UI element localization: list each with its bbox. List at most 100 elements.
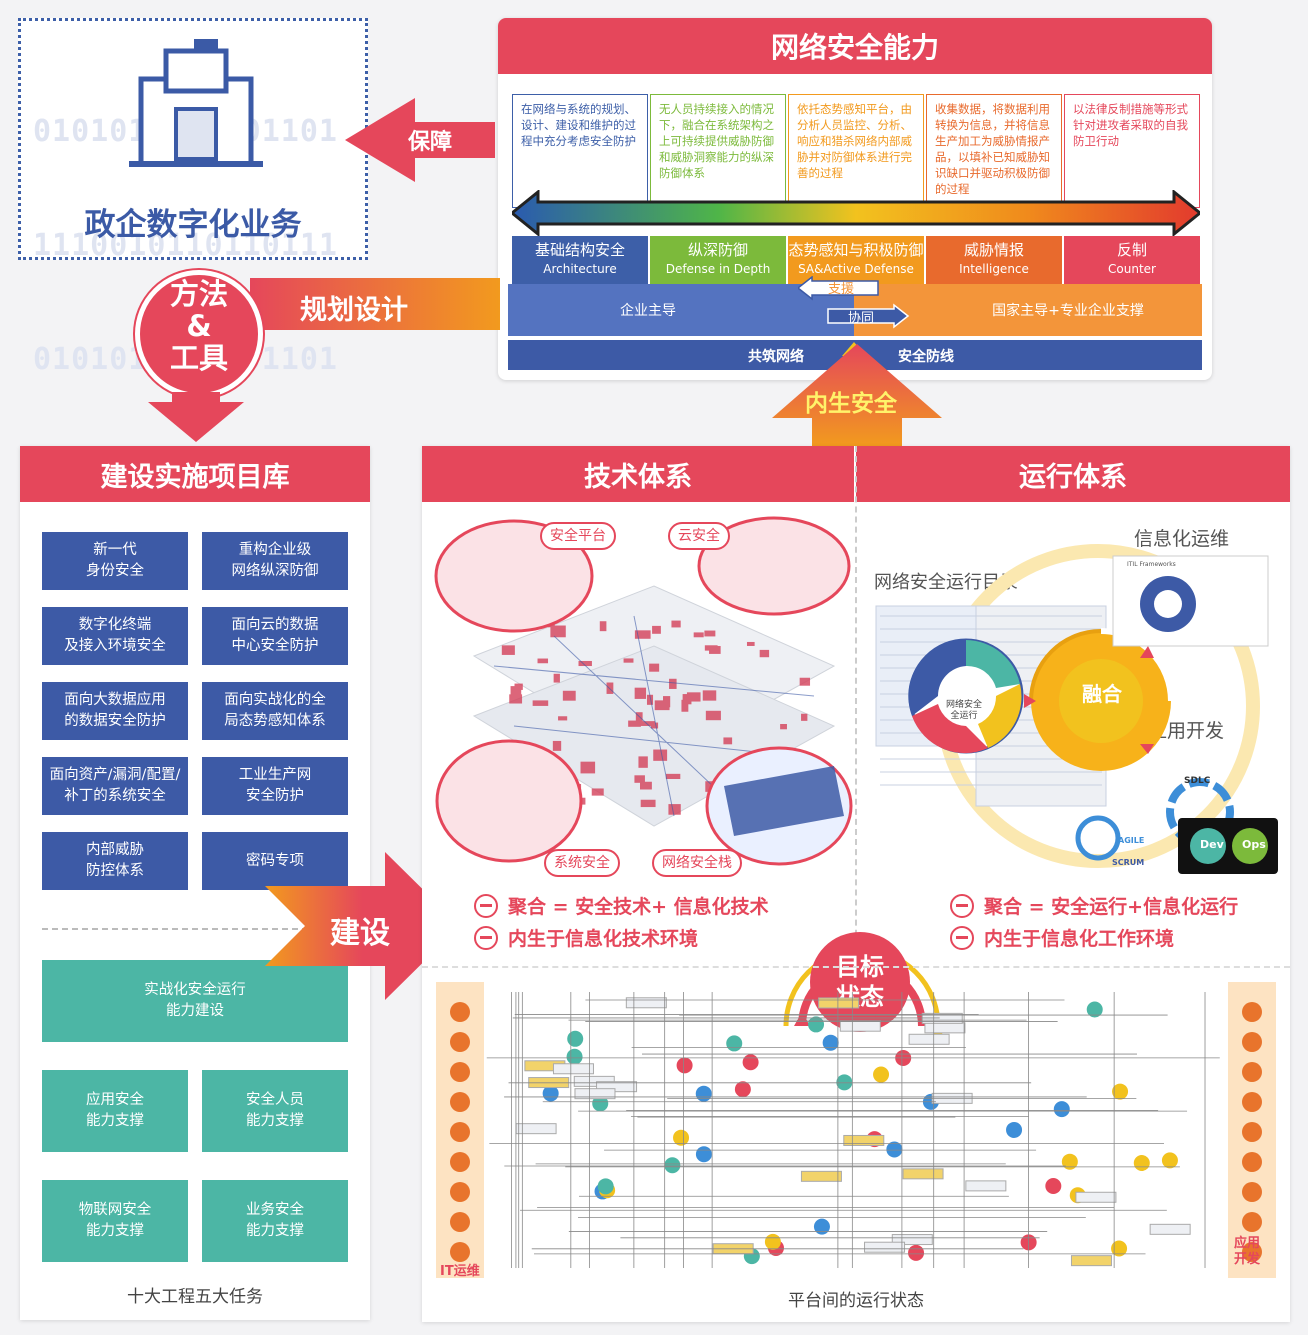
tech-component xyxy=(537,658,549,664)
task-3: 安全人员能力支撑 xyxy=(202,1070,348,1152)
platform-node xyxy=(1242,1152,1262,1172)
enterprise-led-label: 企业主导 xyxy=(620,303,676,319)
platform-module xyxy=(1149,1223,1191,1235)
tag-system-security: 系统安全 xyxy=(544,849,620,877)
scrum-label: SCRUM xyxy=(1112,858,1145,867)
ops-bullet-2: 内生于信息化工作环境 xyxy=(950,924,1174,951)
tech-component xyxy=(509,694,523,704)
tech-component xyxy=(649,663,660,672)
platform-module xyxy=(800,1170,842,1182)
platform-node xyxy=(1112,1083,1129,1100)
platform-node xyxy=(742,1054,759,1071)
platform-module xyxy=(908,1033,950,1045)
business-title: 政企数字化业务 xyxy=(84,207,302,243)
tech-bullet-2: 内生于信息化技术环境 xyxy=(474,924,698,951)
tech-component xyxy=(702,690,717,701)
platform-node xyxy=(1242,1062,1262,1082)
band-cn: 威胁情报 xyxy=(963,241,1024,259)
tech-component xyxy=(704,630,716,637)
cooperate-label: 协同 xyxy=(848,311,875,326)
tech-component xyxy=(552,740,562,751)
platform-operation-diagram xyxy=(436,982,1276,1278)
band-en: Architecture xyxy=(543,262,617,276)
platform-node xyxy=(450,1242,470,1262)
panel-divider xyxy=(855,446,857,966)
tech-component xyxy=(654,700,670,711)
band-en: Defense in Depth xyxy=(665,262,771,276)
platform-node xyxy=(836,1074,853,1091)
tech-component xyxy=(646,694,654,705)
library-caption: 十大工程五大任务 xyxy=(127,1287,263,1307)
platform-module xyxy=(552,1063,594,1075)
platform-node xyxy=(908,1244,925,1261)
platform-node xyxy=(1133,1155,1150,1172)
platform-node xyxy=(1161,1152,1178,1169)
enterprise-led-zone xyxy=(508,284,854,336)
platform-node xyxy=(542,1085,559,1102)
band-en: SA&Active Defense xyxy=(798,262,914,276)
project-3: 数字化终端及接入环境安全 xyxy=(42,607,188,665)
appdev-label: 应用开发 xyxy=(1148,720,1225,742)
platform-module xyxy=(902,1168,944,1180)
platform-node xyxy=(873,1066,890,1083)
project-10: 密码专项 xyxy=(202,832,348,890)
tag-security-platform: 安全平台 xyxy=(540,522,616,550)
platform-node xyxy=(1242,1242,1262,1262)
itil-label: ITIL Frameworks xyxy=(1127,561,1176,568)
platform-module xyxy=(818,997,860,1009)
platform-node xyxy=(822,1034,839,1051)
tech-bullet-1: 聚合 = 安全技术+ 信息化技术 xyxy=(474,892,769,919)
tech-component xyxy=(628,720,641,727)
fusion-label: 融合 xyxy=(1082,682,1122,706)
platform-node xyxy=(1061,1153,1078,1170)
tech-component xyxy=(634,775,645,783)
platform-node xyxy=(450,1092,470,1112)
tech-component xyxy=(553,673,560,683)
library-title: 建设实施项目库 xyxy=(20,446,370,502)
tech-component xyxy=(580,761,596,774)
band-cn: 态势感知与积极防御 xyxy=(788,241,924,259)
footer-right-label: 安全防线 xyxy=(898,349,954,365)
platform-node xyxy=(764,1233,781,1250)
it-ops-label: IT运维 xyxy=(440,1264,480,1279)
platform-module xyxy=(924,1022,966,1034)
tech-component xyxy=(686,692,701,702)
tech-component xyxy=(501,645,515,655)
government-building-icon xyxy=(129,39,263,167)
tech-component xyxy=(705,710,721,721)
task-5: 业务安全能力支撑 xyxy=(202,1180,348,1262)
task-2: 应用安全能力支撑 xyxy=(42,1070,188,1152)
project-8: 工业生产网安全防护 xyxy=(202,757,348,815)
itops-label: 信息化运维 xyxy=(1134,528,1230,550)
band-en: Counter xyxy=(1108,262,1156,276)
platform-node xyxy=(1242,1032,1262,1052)
catalog-label: 网络安全运行目录 xyxy=(874,572,1018,593)
capability-desc-2: 无人员持续接入的情况下，融合在系统架构之上可持续提供威胁防御和威胁洞察能力的纵深… xyxy=(650,94,786,208)
platform-node xyxy=(1053,1101,1070,1118)
platform-node xyxy=(673,1129,690,1146)
platform-node xyxy=(813,1218,830,1235)
tech-component xyxy=(669,678,677,689)
platform-node xyxy=(450,1032,470,1052)
tech-component xyxy=(668,804,681,815)
tech-component xyxy=(635,712,643,724)
tech-component xyxy=(665,773,681,780)
tag-network-stack: 网络安全栈 xyxy=(652,849,742,877)
ring-center-label: 网络安全全运行 xyxy=(946,700,983,721)
dna-icon xyxy=(474,926,498,950)
tech-component xyxy=(652,625,661,634)
sdlc-label: SDLC xyxy=(1184,776,1211,786)
tech-component xyxy=(623,658,634,663)
state-led-label: 国家主导+专业企业支撑 xyxy=(992,303,1144,319)
platform-node xyxy=(450,1182,470,1202)
support-label: 支援 xyxy=(828,282,855,297)
project-1: 新一代身份安全 xyxy=(42,532,188,590)
project-5: 面向大数据应用的数据安全防护 xyxy=(42,682,188,740)
band-en: Intelligence xyxy=(959,262,1029,276)
capability-band-4: 威胁情报 Intelligence xyxy=(926,236,1062,284)
platform-node xyxy=(592,1095,609,1112)
tech-component xyxy=(693,632,704,638)
tech-component xyxy=(799,677,811,686)
platform-module xyxy=(965,1180,1007,1192)
